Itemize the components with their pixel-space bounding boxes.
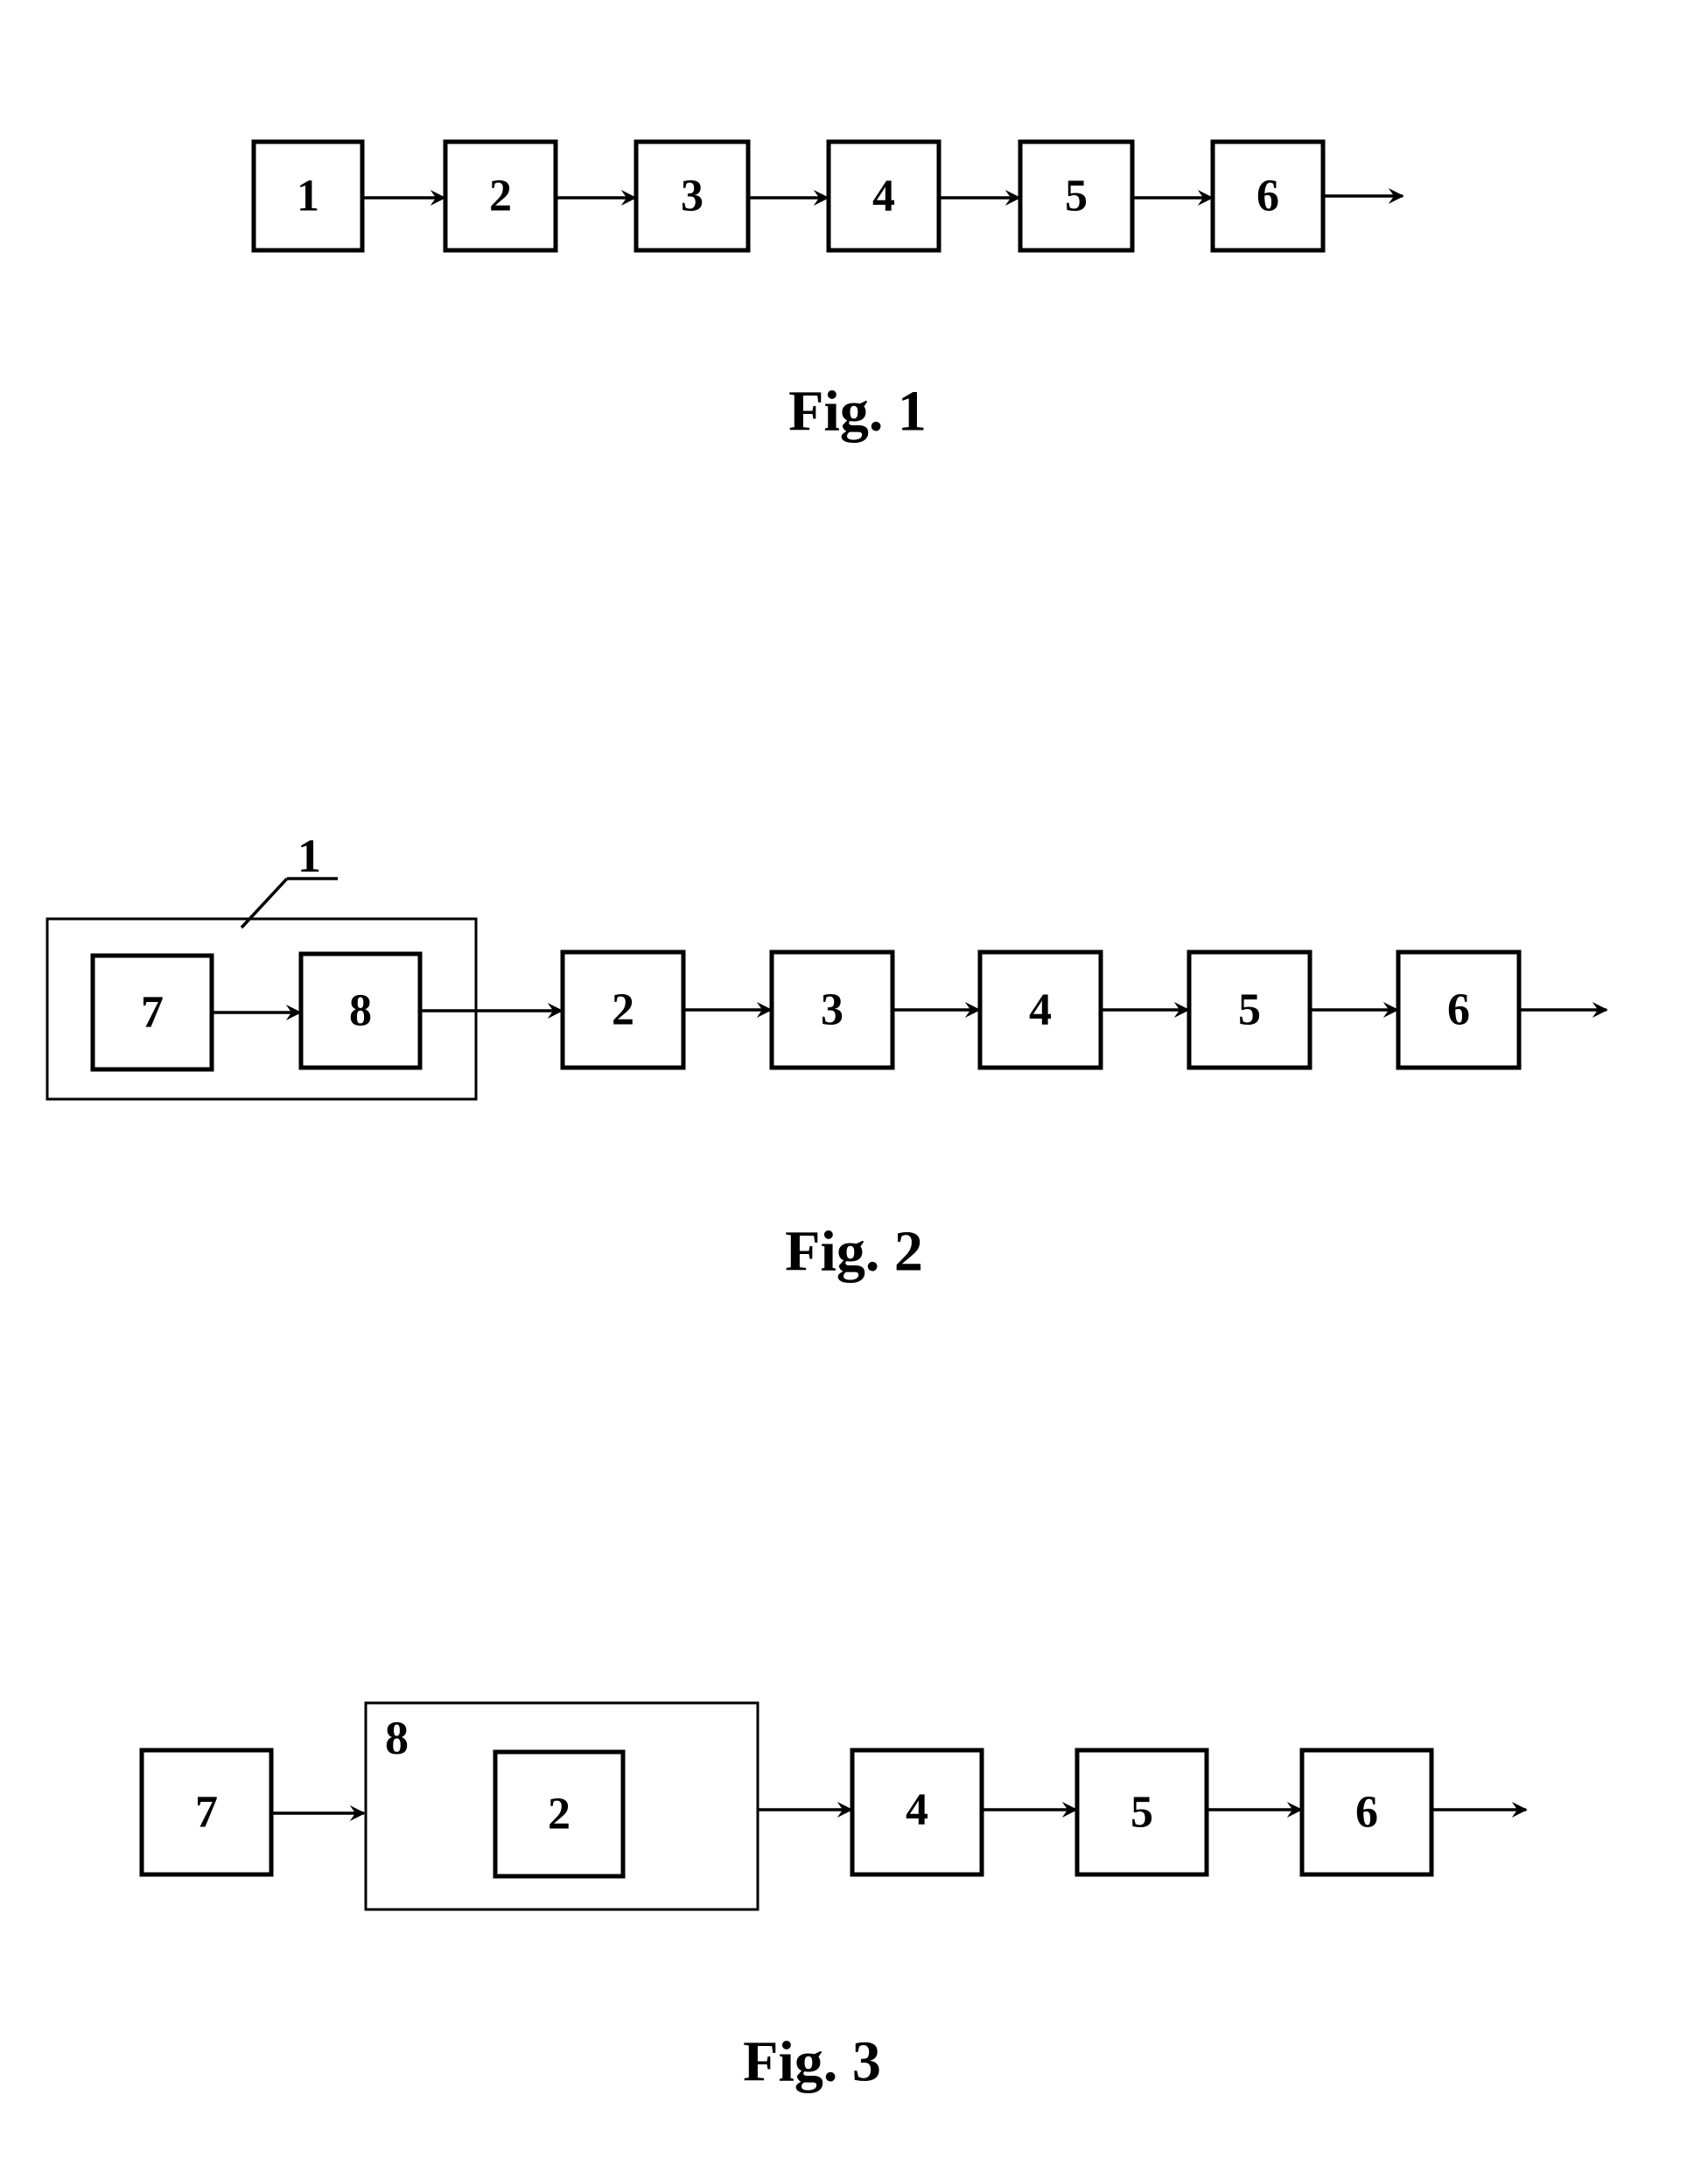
fig1-block-3-label: 3 [681, 172, 704, 221]
fig3-block-5-label: 5 [1130, 1788, 1153, 1838]
fig2-block-6-label: 6 [1447, 985, 1470, 1035]
fig2-group-label: 1 [298, 830, 321, 882]
figure-1: 1 2 3 4 5 6 Fig. 1 [254, 142, 1403, 444]
fig3-block-4: 4 [852, 1750, 982, 1874]
fig2-block-6: 6 [1398, 952, 1519, 1068]
fig1-block-1-label: 1 [297, 172, 319, 221]
fig1-block-2-label: 2 [489, 172, 512, 221]
fig1-block-4: 4 [829, 142, 939, 250]
fig3-block-7: 7 [142, 1750, 271, 1874]
fig2-group-leader-line [242, 879, 287, 928]
fig2-block-7: 7 [93, 956, 212, 1069]
fig2-block-8: 8 [301, 954, 420, 1068]
fig2-block-4: 4 [980, 952, 1101, 1068]
fig1-block-6: 6 [1213, 142, 1323, 250]
fig1-block-5: 5 [1020, 142, 1132, 250]
fig2-block-7-label: 7 [141, 988, 164, 1038]
fig2-block-5: 5 [1189, 952, 1310, 1068]
fig3-block-6-label: 6 [1355, 1788, 1378, 1838]
fig2-caption: Fig. 2 [785, 1220, 923, 1284]
fig3-caption: Fig. 3 [743, 2030, 881, 2094]
fig2-block-3: 3 [772, 952, 892, 1068]
fig2-group-1: 1 7 8 [47, 830, 476, 1099]
fig2-block-4-label: 4 [1029, 985, 1052, 1035]
fig3-container-8: 8 2 [366, 1703, 758, 1909]
fig2-block-2-label: 2 [612, 985, 634, 1035]
fig1-caption: Fig. 1 [788, 380, 927, 444]
figure-3: 7 8 2 4 5 6 Fig. 3 [142, 1703, 1526, 2094]
fig3-block-5: 5 [1077, 1750, 1207, 1874]
fig1-block-2: 2 [445, 142, 556, 250]
fig3-container-8-label: 8 [385, 1712, 409, 1764]
fig2-block-8-label: 8 [349, 986, 372, 1036]
fig3-block-2-label: 2 [548, 1790, 570, 1839]
fig3-block-4-label: 4 [906, 1785, 928, 1835]
fig2-block-3-label: 3 [821, 985, 844, 1035]
fig3-block-7-label: 7 [195, 1788, 218, 1838]
fig1-block-4-label: 4 [872, 172, 895, 221]
fig3-block-2: 2 [495, 1752, 623, 1876]
fig3-block-6: 6 [1302, 1750, 1432, 1874]
fig2-block-2: 2 [563, 952, 683, 1068]
fig1-block-5-label: 5 [1065, 172, 1088, 221]
figure-2: 1 7 8 2 3 4 5 [47, 830, 1606, 1284]
fig1-block-6-label: 6 [1256, 172, 1279, 221]
fig1-block-1: 1 [254, 142, 362, 250]
fig2-block-5-label: 5 [1238, 985, 1261, 1035]
fig1-block-3: 3 [636, 142, 748, 250]
